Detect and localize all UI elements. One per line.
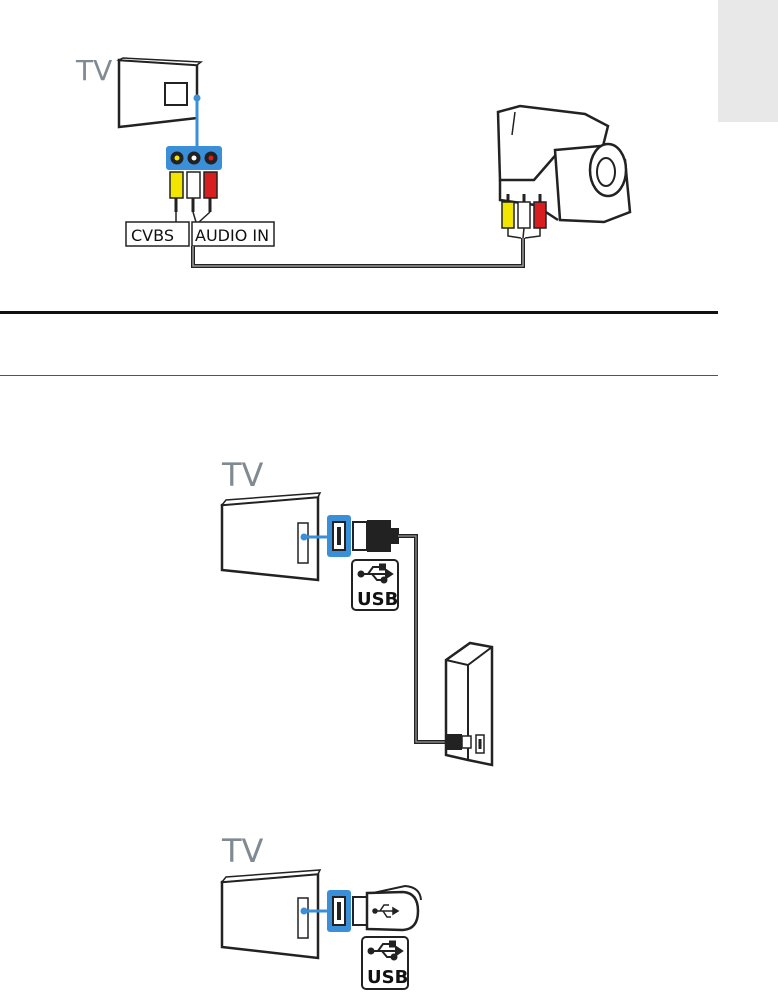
usb-trident-icon xyxy=(359,565,393,583)
audio-in-label: AUDIO IN xyxy=(195,226,269,245)
tv-label: TV xyxy=(221,456,264,494)
usb-label-box: USB xyxy=(352,560,398,610)
tv-icon xyxy=(222,493,320,580)
usb-flash-drive-icon xyxy=(353,886,421,930)
usb-trident-icon xyxy=(369,942,403,960)
tv-icon xyxy=(222,870,320,958)
usb-cable xyxy=(398,536,448,742)
usb-label-box: USB xyxy=(362,937,408,989)
cvbs-label-box: CVBS xyxy=(126,222,189,246)
tv-icon xyxy=(119,58,201,127)
tv-label: TV xyxy=(75,54,112,87)
section-rule-bottom xyxy=(0,375,718,376)
usb-hard-drive-icon xyxy=(446,643,492,765)
audio-in-label-box: AUDIO IN xyxy=(192,222,274,246)
rca-jack-panel xyxy=(166,146,222,170)
camcorder-connection-diagram: TV CVBS AUDIO IN xyxy=(0,0,778,300)
usb-port-highlight xyxy=(327,515,351,557)
rca-plugs-tv xyxy=(170,172,217,222)
usb-label: USB xyxy=(367,967,408,988)
tv-label: TV xyxy=(221,832,264,870)
usb-plug-drive xyxy=(446,734,471,750)
rca-plugs-camcorder xyxy=(502,194,546,238)
cvbs-label: CVBS xyxy=(131,226,174,245)
usb-label: USB xyxy=(357,589,398,610)
usb-port-highlight xyxy=(327,890,351,932)
usb-plug xyxy=(353,520,399,552)
section-rule-top xyxy=(0,311,718,314)
